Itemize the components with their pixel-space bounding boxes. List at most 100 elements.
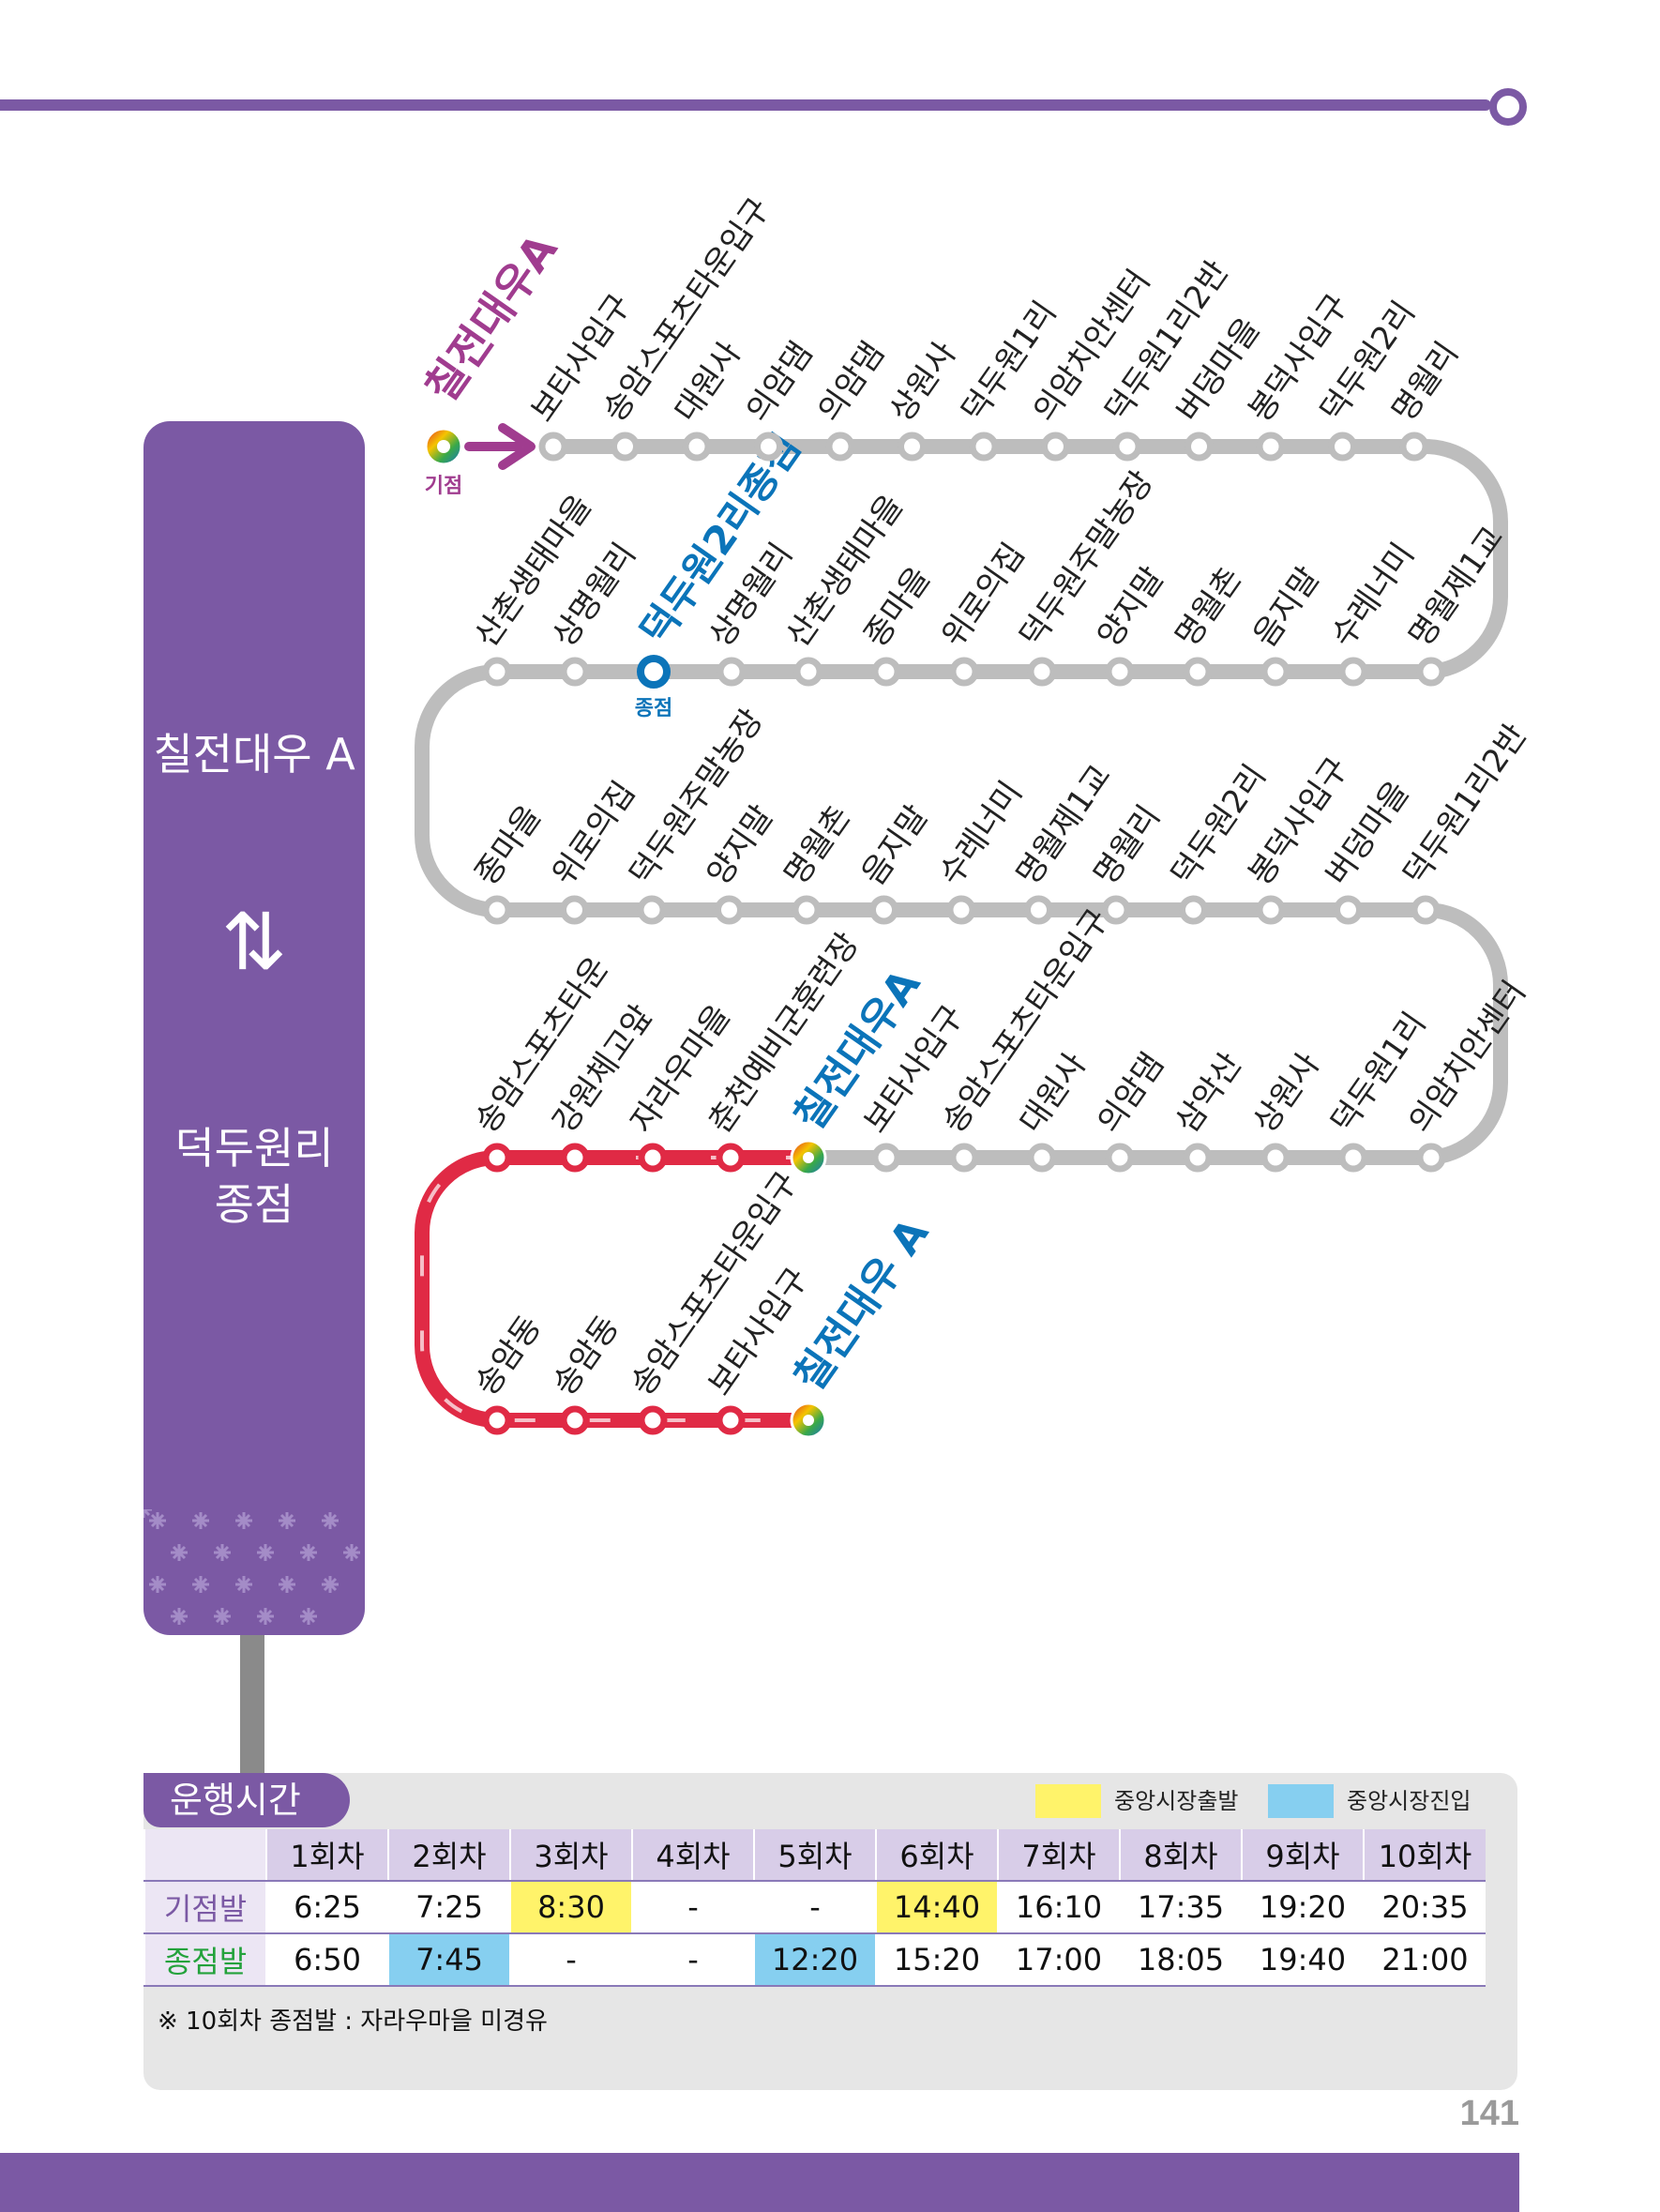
timetable-header-row: 1회차 2회차 3회차 4회차 5회차 6회차 7회차 8회차 9회차 10회차 — [143, 1829, 1486, 1882]
stop-label: 상원사 — [1246, 1046, 1328, 1140]
route-side-panel: 칠전대우 A ⇅ 덕두원리 종점 — [143, 421, 365, 1635]
stop-marker — [825, 432, 855, 462]
stop-marker — [871, 1143, 901, 1173]
header-cell: 8회차 — [1119, 1829, 1242, 1882]
return-time: 12:20 — [753, 1933, 876, 1987]
route-line-red — [415, 1150, 807, 1428]
stop-marker — [482, 1143, 512, 1173]
stop-label: 송암동 — [546, 1309, 627, 1402]
stop-label: 송암동 — [468, 1309, 550, 1402]
legend-yellow-swatch — [1035, 1784, 1101, 1818]
stop-marker — [949, 1143, 979, 1173]
stop-marker — [482, 1405, 512, 1435]
stop-marker — [1105, 1143, 1135, 1173]
return-time: - — [631, 1933, 754, 1987]
stop-marker — [560, 1143, 590, 1173]
stop-marker — [1399, 432, 1429, 462]
return-time: 7:45 — [387, 1933, 510, 1987]
stop-label: 의암댐 — [811, 335, 893, 429]
start-marker-label: 기점 — [425, 475, 462, 498]
return-time: 18:05 — [1119, 1933, 1242, 1987]
depart-time: 16:10 — [997, 1881, 1120, 1934]
route-line-gray — [415, 439, 1508, 1165]
stop-label: 대원사 — [1013, 1046, 1094, 1140]
return-time: 6:50 — [265, 1933, 388, 1987]
side-panel-stem — [240, 1614, 264, 1782]
depart-time: 19:20 — [1241, 1881, 1364, 1934]
route-map: 기점 종점 칠전대우A 덕두원2리종점 칠전대우A 칠전대우 A 보타사입구송암… — [415, 191, 1534, 1439]
stop-marker — [637, 895, 667, 925]
stop-marker — [946, 895, 976, 925]
stop-marker — [1256, 895, 1286, 925]
header-cell: 7회차 — [997, 1829, 1120, 1882]
stop-marker — [560, 1405, 590, 1435]
stop-label: 종마을 — [857, 560, 939, 654]
depart-time: 14:40 — [875, 1881, 998, 1934]
depart-time: 8:30 — [509, 1881, 632, 1934]
stop-label: 명월촌 — [777, 798, 859, 892]
stop-marker — [1338, 1143, 1368, 1173]
stop-marker — [1112, 432, 1142, 462]
stop-marker — [715, 895, 744, 925]
depart-time: 7:25 — [387, 1881, 510, 1934]
stop-label: 삼악산 — [1169, 1046, 1250, 1140]
side-destination-line2: 종점 — [214, 1179, 294, 1230]
stop-marker — [638, 1143, 668, 1173]
stop-marker — [1256, 432, 1286, 462]
header-cell: 3회차 — [509, 1829, 632, 1882]
stop-label: 명월촌 — [1169, 560, 1250, 654]
header-cell: 5회차 — [753, 1829, 876, 1882]
start-arrow-icon — [464, 423, 536, 470]
stop-label: 음지말 — [854, 798, 936, 892]
stop-marker — [1260, 657, 1290, 687]
header-corner — [143, 1829, 266, 1882]
stop-marker — [717, 657, 747, 687]
depart-time: - — [753, 1881, 876, 1934]
stop-label: 덕두원1리2반 — [1396, 718, 1534, 893]
header-cell: 2회차 — [387, 1829, 510, 1882]
return-time: - — [509, 1933, 632, 1987]
header-cell: 10회차 — [1363, 1829, 1486, 1882]
stop-marker — [482, 895, 512, 925]
return-row: 종점발 6:50 7:45 - - 12:20 15:20 17:00 18:0… — [143, 1933, 1486, 1987]
stop-marker — [754, 432, 783, 462]
stop-marker — [538, 432, 568, 462]
header-cell: 9회차 — [1241, 1829, 1364, 1882]
side-destination-line1: 덕두원리 — [174, 1123, 334, 1174]
return-time: 19:40 — [1241, 1933, 1364, 1987]
stop-marker — [1041, 432, 1070, 462]
depart-time: 17:35 — [1119, 1881, 1242, 1934]
stop-marker — [1105, 657, 1135, 687]
stop-label: 음지말 — [1246, 560, 1328, 654]
stop-marker — [611, 432, 640, 462]
stop-marker — [1183, 657, 1213, 687]
legend-yellow: 중앙시장출발 — [1035, 1784, 1238, 1818]
return-time: 21:00 — [1363, 1933, 1486, 1987]
stop-marker — [1334, 895, 1363, 925]
return-row-label: 종점발 — [143, 1933, 266, 1987]
stop-marker — [638, 1405, 668, 1435]
stop-marker — [716, 1405, 746, 1435]
legend-blue-swatch — [1268, 1784, 1334, 1818]
legend-yellow-label: 중앙시장출발 — [1114, 1788, 1239, 1814]
end-marker-label: 종점 — [635, 697, 672, 720]
page-number: 141 — [1459, 2094, 1519, 2133]
stop-marker — [1101, 895, 1131, 925]
timetable-title: 운행시간 — [143, 1773, 350, 1827]
return-time: 15:20 — [875, 1933, 998, 1987]
stop-marker — [871, 657, 901, 687]
stop-label: 의암댐 — [739, 335, 821, 429]
stop-label: 의암치안센터 — [1402, 974, 1533, 1140]
depart-time: 6:25 — [265, 1881, 388, 1934]
timetable: 1회차 2회차 3회차 4회차 5회차 6회차 7회차 8회차 9회차 10회차… — [143, 1829, 1486, 1987]
stop-marker — [898, 432, 927, 462]
header-cell: 1회차 — [265, 1829, 388, 1882]
stop-marker — [792, 895, 822, 925]
legend-blue-label: 중앙시장진입 — [1347, 1788, 1471, 1814]
stop-marker — [949, 657, 979, 687]
stop-label: 상원사 — [883, 335, 964, 429]
top-rule — [0, 99, 1491, 111]
stop-marker — [1185, 432, 1214, 462]
stop-marker — [1027, 657, 1057, 687]
stop-marker — [1411, 895, 1441, 925]
